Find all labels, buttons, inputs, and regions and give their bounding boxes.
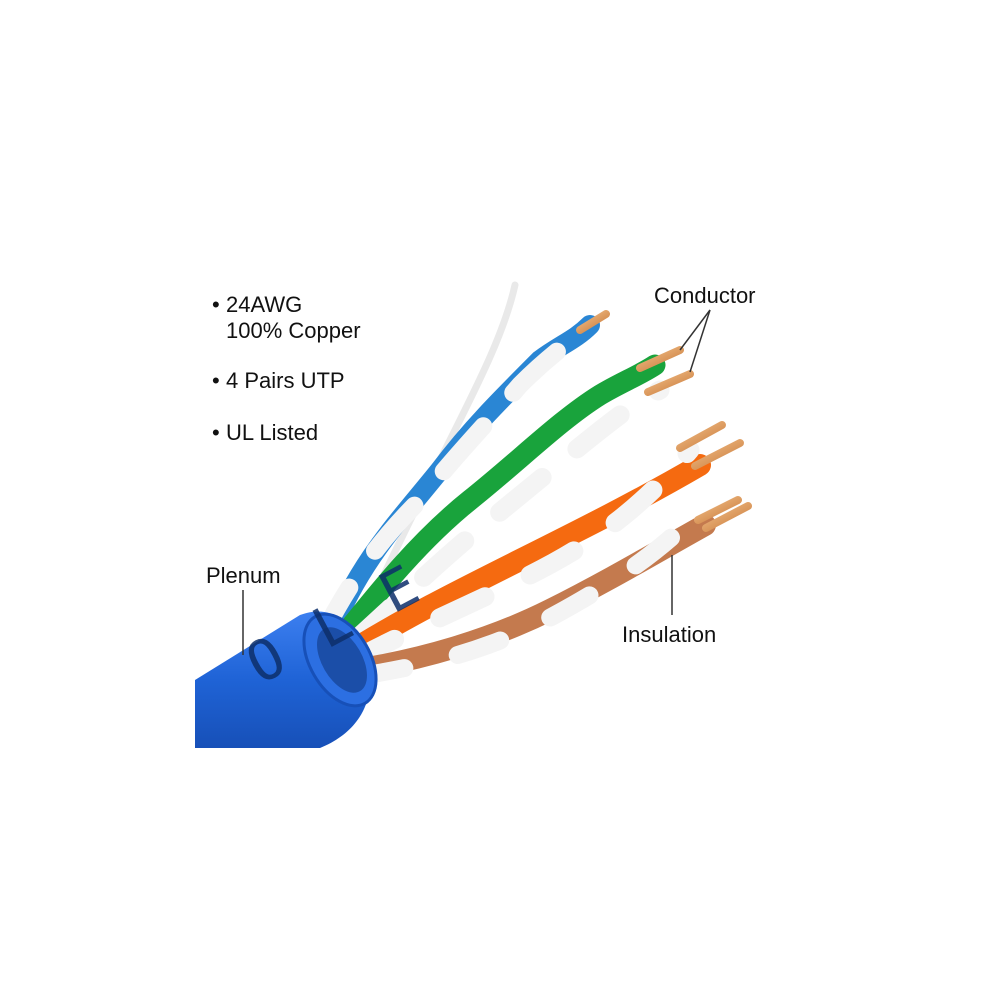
feature-item: •24AWG 100% Copper [212,292,361,345]
feature-text: 4 Pairs UTP [226,368,345,393]
feature-item: •UL Listed [212,420,318,446]
bullet-icon: • [212,292,220,317]
brown-pair [344,496,752,685]
insulation-label: Insulation [622,622,717,647]
ripcord-string [368,281,519,604]
feature-item: •4 Pairs UTP [212,368,345,394]
conductor-leader-line [689,309,711,373]
cable-jacket [195,611,378,748]
bullet-icon: • [212,420,220,445]
green-pair [329,346,694,655]
conductor-leader-line [679,309,711,351]
feature-text: 24AWG [226,292,303,317]
blue-pair [311,310,610,649]
bullet-icon: • [212,368,220,393]
feature-text: UL Listed [226,420,319,445]
plenum-label: Plenum [206,563,281,588]
orange-pair [334,421,744,672]
conductor-label: Conductor [654,283,756,308]
feature-text: 100% Copper [226,318,361,344]
